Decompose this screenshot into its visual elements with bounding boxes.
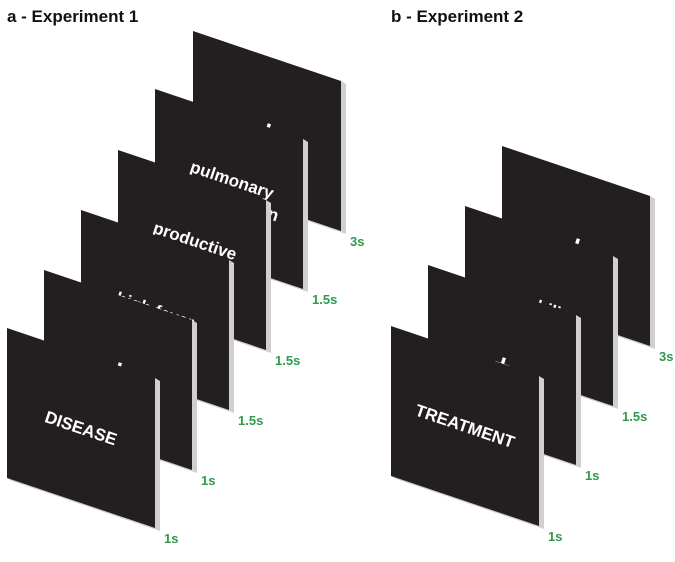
panel-a-title: a - Experiment 1 [7, 7, 138, 26]
slides-layer: +3spulmonarycondensation1.5sproductiveco… [7, 31, 673, 546]
panel-b-title: b - Experiment 2 [391, 7, 523, 26]
slide-edge [266, 200, 271, 353]
slide-edge [303, 139, 308, 292]
duration-label: 3s [659, 349, 673, 364]
duration-label: 1.5s [622, 409, 647, 424]
duration-label: 1.5s [312, 292, 337, 307]
slide-face [391, 326, 539, 526]
duration-label: 1s [164, 531, 178, 546]
duration-label: 1s [585, 468, 599, 483]
slide-edge [192, 320, 197, 473]
slide-edge [650, 196, 655, 349]
slide-edge [7, 478, 160, 531]
duration-label: 1.5s [238, 413, 263, 428]
slide-edge [613, 256, 618, 409]
slide-edge [576, 315, 581, 468]
duration-label: 3s [350, 234, 364, 249]
slide-edge [155, 378, 160, 531]
duration-label: 1s [201, 473, 215, 488]
slide-edge [391, 476, 544, 529]
slide-edge [229, 260, 234, 413]
duration-label: 1.5s [275, 353, 300, 368]
slide-edge [341, 81, 346, 234]
slide-edge [539, 376, 544, 529]
duration-label: 1s [548, 529, 562, 544]
slide-face [7, 328, 155, 528]
